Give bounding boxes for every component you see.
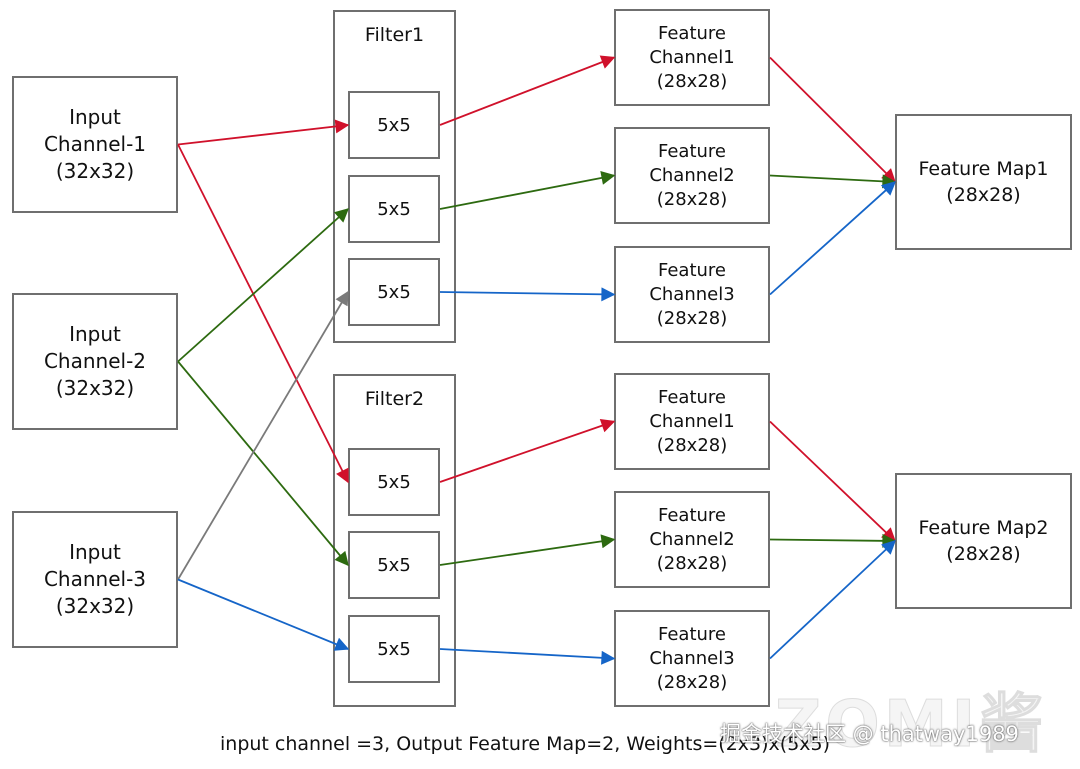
feature-map-1: Feature Map1 (28x28)	[895, 114, 1072, 250]
filter2-feature-channel-2-line3: (28x28)	[656, 552, 728, 574]
filter1-feature-channel-3: Feature Channel3 (28x28)	[614, 246, 770, 343]
input-channel-1-line3: (32x32)	[55, 159, 135, 183]
filter2-kernel-1: 5x5	[348, 448, 440, 516]
arrow-filter2-kernel-1-to-filter2-feature-channel-1	[439, 419, 616, 483]
arrow-filter1-kernel-1-to-filter1-feature-channel-1	[439, 55, 616, 126]
arrow-input-channel-1-to-filter1-kernel-1	[177, 119, 350, 146]
arrow-input-channel-2-to-filter2-kernel-2	[177, 360, 349, 567]
filter1-kernel-1-label: 5x5	[377, 114, 411, 136]
filter2-title: Filter2	[364, 388, 425, 410]
input-channel-3-line1: Input	[69, 540, 121, 564]
filter2-feature-channel-3-line2: Channel3	[649, 647, 735, 669]
filter2-feature-channel-1: Feature Channel1 (28x28)	[614, 373, 770, 470]
arrow-filter2-feature-channel-3-to-feature-map-2	[769, 540, 897, 660]
arrow-filter2-feature-channel-1-to-feature-map-2	[769, 420, 897, 542]
input-channel-3-line2: Channel-3	[43, 567, 147, 591]
filter1-feature-channel-2-line2: Channel2	[649, 164, 735, 186]
feature-map-2-line1: Feature Map2	[918, 517, 1049, 539]
arrow-filter1-feature-channel-3-to-feature-map-1	[769, 181, 897, 296]
filter1-feature-channel-3-line2: Channel3	[649, 283, 735, 305]
arrow-input-channel-1-to-filter2-kernel-1	[177, 144, 349, 484]
arrow-input-channel-3-to-filter1-kernel-3	[177, 290, 349, 580]
filter1-feature-channel-3-line1: Feature	[657, 259, 727, 281]
arrow-filter2-kernel-2-to-filter2-feature-channel-2	[439, 534, 616, 566]
filter1-feature-channel-1-line3: (28x28)	[656, 70, 728, 92]
arrow-filter2-kernel-3-to-filter2-feature-channel-3	[439, 648, 616, 665]
filter1-feature-channel-2: Feature Channel2 (28x28)	[614, 127, 770, 224]
arrow-input-channel-3-to-filter2-kernel-3	[177, 578, 350, 651]
filter2-kernel-3-label: 5x5	[377, 638, 411, 660]
filter1-kernel-2-label: 5x5	[377, 198, 411, 220]
filter1-feature-channel-2-line1: Feature	[657, 140, 727, 162]
filter1-kernel-1: 5x5	[348, 91, 440, 159]
filter1-kernel-2: 5x5	[348, 175, 440, 243]
filter1-feature-channel-1-line1: Feature	[657, 22, 727, 44]
arrow-filter1-feature-channel-2-to-feature-map-1	[769, 174, 897, 189]
filter1-title: Filter1	[364, 24, 425, 46]
filter2-feature-channel-3-line3: (28x28)	[656, 671, 728, 693]
filter1-feature-channel-1: Feature Channel1 (28x28)	[614, 9, 770, 106]
filter2-feature-channel-2-line1: Feature	[657, 504, 727, 526]
feature-map-1-line2: (28x28)	[946, 184, 1021, 206]
filter1-feature-channel-1-line2: Channel1	[649, 46, 735, 68]
filter2-feature-channel-2-line2: Channel2	[649, 528, 735, 550]
input-channel-2-line3: (32x32)	[55, 376, 135, 400]
filter2-kernel-2-label: 5x5	[377, 554, 411, 576]
filter2-feature-channel-2: Feature Channel2 (28x28)	[614, 491, 770, 588]
filter1-kernel-3-label: 5x5	[377, 281, 411, 303]
filter2-feature-channel-3-line1: Feature	[657, 623, 727, 645]
input-channel-3-line3: (32x32)	[55, 594, 135, 618]
filter2-kernel-1-label: 5x5	[377, 471, 411, 493]
input-channel-2: Input Channel-2 (32x32)	[12, 293, 178, 430]
feature-map-1-line1: Feature Map1	[918, 158, 1049, 180]
watermark-text: 掘金技术社区 @ thatway1989	[720, 722, 1019, 746]
feature-map-2: Feature Map2 (28x28)	[895, 473, 1072, 609]
filter1-feature-channel-2-line3: (28x28)	[656, 188, 728, 210]
arrow-input-channel-2-to-filter1-kernel-2	[177, 208, 350, 363]
filter2-feature-channel-1-line2: Channel1	[649, 410, 735, 432]
arrow-filter1-kernel-2-to-filter1-feature-channel-2	[439, 171, 616, 210]
input-channel-2-line2: Channel-2	[43, 349, 147, 373]
filter1-kernel-3: 5x5	[348, 258, 440, 326]
filter2-feature-channel-1-line3: (28x28)	[656, 434, 728, 456]
feature-map-2-line2: (28x28)	[946, 543, 1021, 565]
filter2-kernel-3: 5x5	[348, 615, 440, 683]
filter2-feature-channel-3: Feature Channel3 (28x28)	[614, 610, 770, 707]
input-channel-1: Input Channel-1 (32x32)	[12, 76, 178, 213]
filter1-feature-channel-3-line3: (28x28)	[656, 307, 728, 329]
input-channel-1-line2: Channel-1	[43, 132, 147, 156]
arrow-filter1-feature-channel-1-to-feature-map-1	[769, 56, 896, 183]
filter2-feature-channel-1-line1: Feature	[657, 386, 727, 408]
arrow-filter2-feature-channel-2-to-feature-map-2	[769, 533, 897, 548]
diagram-caption: input channel =3, Output Feature Map=2, …	[220, 733, 831, 755]
arrow-filter1-kernel-3-to-filter1-feature-channel-3	[439, 287, 616, 302]
watermark-logo: ZOMI酱	[774, 688, 1048, 763]
input-channel-1-line1: Input	[69, 105, 121, 129]
filter2-kernel-2: 5x5	[348, 531, 440, 599]
input-channel-2-line1: Input	[69, 322, 121, 346]
input-channel-3: Input Channel-3 (32x32)	[12, 511, 178, 648]
